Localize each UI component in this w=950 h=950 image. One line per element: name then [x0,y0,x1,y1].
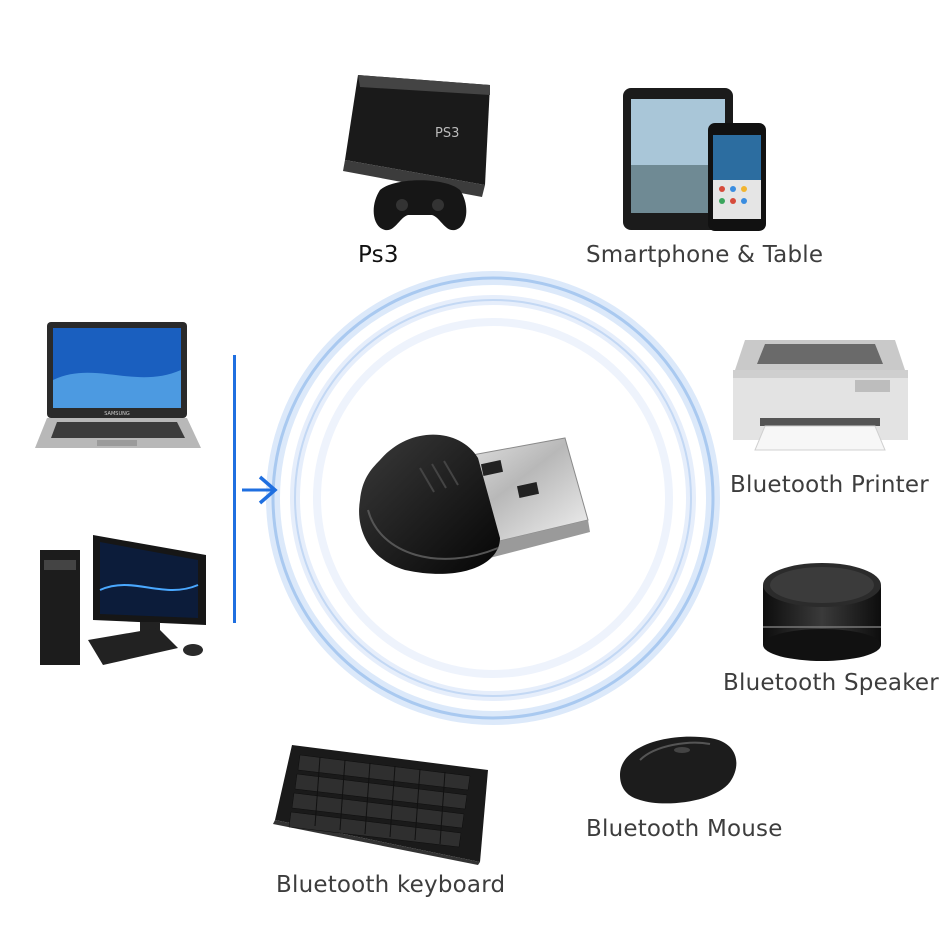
usb-adapter-icon [359,434,590,574]
device-label-smartphone-tablet: Smartphone & Table [586,242,824,268]
ring-outer [271,276,715,720]
ring-mid [294,299,692,697]
connector-line [233,355,236,623]
laptop-icon: SAMSUNG [35,322,201,448]
arrow-right-icon [242,475,278,505]
desktop-computer-icon [40,535,206,665]
speaker-icon [763,563,881,661]
ps3-logo: PS3 [435,126,459,141]
device-label-printer: Bluetooth Printer [730,472,929,498]
ps3-console-icon: PS3 [343,75,490,231]
device-label-mouse: Bluetooth Mouse [586,816,783,842]
keyboard-icon [273,745,488,865]
device-label-keyboard: Bluetooth keyboard [276,872,506,898]
ring-inner-glow [313,318,673,678]
printer-icon [733,340,908,451]
laptop-brand: SAMSUNG [104,411,130,417]
mouse-icon [620,736,737,804]
tablet-phone-icon [623,88,766,231]
device-label-speaker: Bluetooth Speaker [723,670,939,696]
device-label-ps3: Ps3 [358,242,399,268]
